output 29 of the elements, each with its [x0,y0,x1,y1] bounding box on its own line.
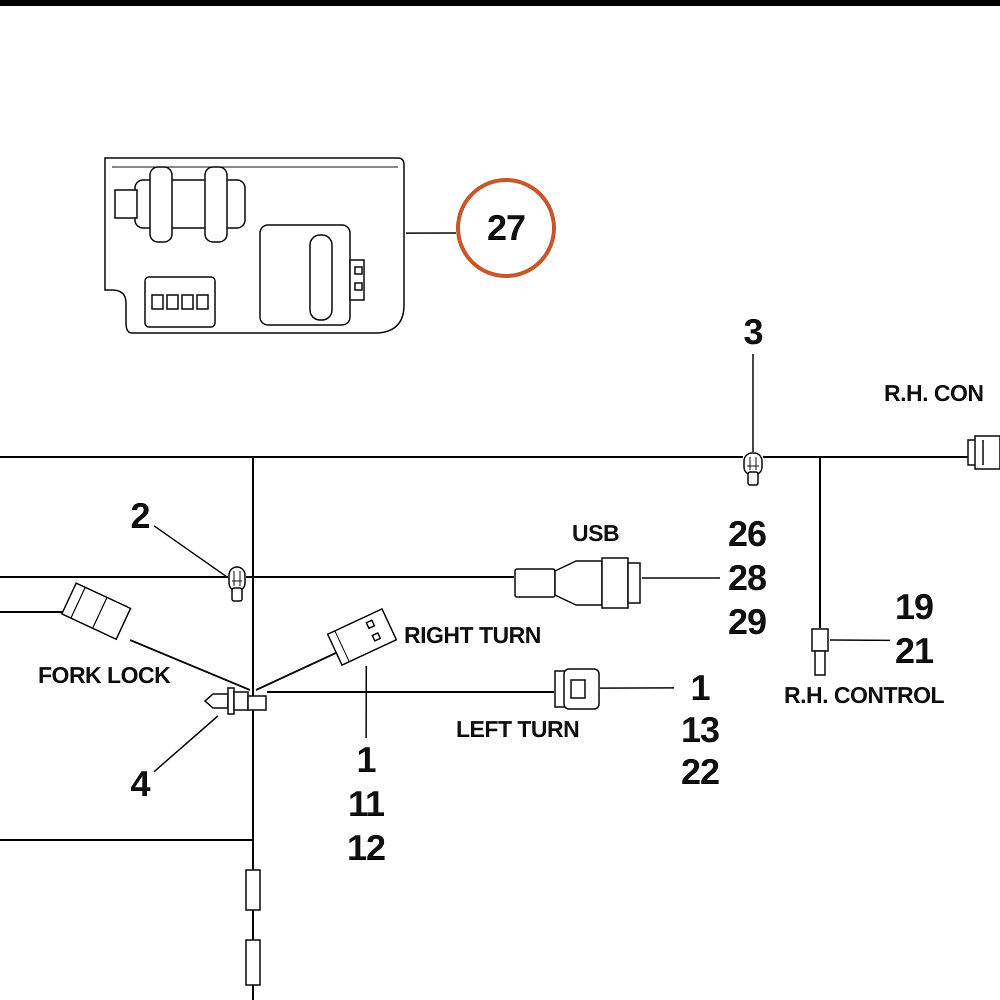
callout-number: 1 [356,738,376,782]
callout-number: 2 [130,496,150,536]
leader-line [154,525,228,578]
callout-number: 28 [728,556,766,600]
part-label: R.H. CON [884,380,984,407]
callout-number: 12 [346,826,386,870]
callout-number: 4 [130,764,150,804]
callout-number: 19 [894,585,934,629]
callout-number: 21 [894,629,934,673]
callout-number: 3 [743,312,763,352]
callout-number: 26 [728,512,766,556]
leader-line [365,666,368,738]
part-label: LEFT TURN [456,716,580,743]
part-label: USB [572,520,620,547]
part-label: R.H. CONTROL [784,682,944,709]
leader-line [642,577,720,579]
callout-number: 29 [728,600,766,644]
callout-number: 13 [680,709,720,751]
callout-number: 27 [486,208,526,248]
leader-line [600,687,674,689]
callout-number: 11 [348,782,384,826]
part-label: RIGHT TURN [404,622,541,649]
leader-line [752,354,754,452]
leader-line [154,715,218,772]
leader-line [830,639,890,642]
leader-line [406,232,456,234]
callout-number: 1 [690,667,710,709]
part-label: FORK LOCK [38,662,170,689]
callout-number: 22 [680,751,720,793]
